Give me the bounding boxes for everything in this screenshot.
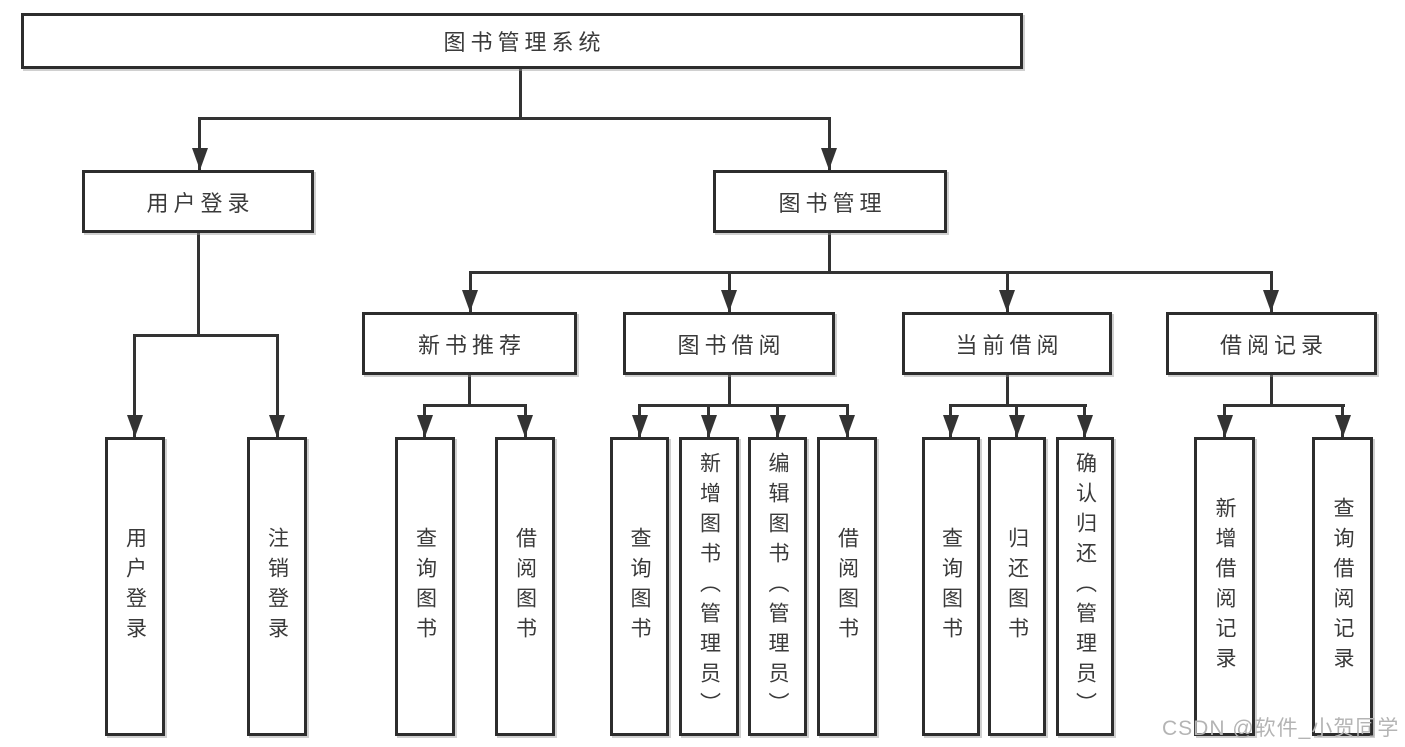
node-leaf-user-login: 用户登录 [105,437,165,736]
node-leaf-borrow-books-2: 借阅图书 [817,437,877,736]
connector-line [469,271,1273,274]
arrow-down-icon [839,415,855,437]
connector-line [133,334,279,337]
leaf-label: 新增图书（管理员） [697,451,721,722]
arrow-down-icon [127,415,143,437]
arrow-down-icon [517,415,533,437]
arrow-down-icon [1077,415,1093,437]
connector-line [468,375,471,407]
leaf-label: 归还图书 [1005,526,1029,647]
arrow-down-icon [632,415,648,437]
arrow-down-icon [269,415,285,437]
leaf-label: 编辑图书（管理员） [766,451,789,722]
node-borrowing-records: 借阅记录 [1166,312,1377,375]
node-leaf-confirm-return-admin: 确认归还（管理员） [1056,437,1114,736]
connector-line [423,404,527,407]
connector-line [1223,404,1345,407]
connector-line [638,404,849,407]
connector-line [728,375,731,407]
arrow-down-icon [1217,415,1233,437]
connector-line [198,117,201,170]
leaf-label: 查询图书 [939,526,963,647]
leaf-label: 查询图书 [628,526,651,647]
arrow-down-icon [417,415,433,437]
leaf-label: 借阅图书 [835,526,859,647]
node-new-book-recommend-label: 新书推荐 [417,332,526,358]
node-leaf-edit-book-admin: 编辑图书（管理员） [748,437,807,736]
node-current-borrowing: 当前借阅 [902,312,1112,375]
arrow-down-icon [1009,415,1025,437]
arrow-down-icon [943,415,959,437]
node-root-label: 图书管理系统 [443,30,606,55]
connector-line [198,117,831,120]
node-book-management: 图书管理 [713,170,947,233]
node-user-login: 用户登录 [82,170,314,233]
leaf-label: 用户登录 [123,526,147,647]
connector-line [1006,375,1009,407]
node-user-login-label: 用户登录 [146,190,255,216]
node-current-borrowing-label: 当前借阅 [955,332,1064,358]
arrow-down-icon [192,148,208,170]
node-book-borrowing: 图书借阅 [623,312,835,375]
connector-line [1270,375,1273,407]
arrow-down-icon [999,290,1015,312]
leaf-label: 注销登录 [265,526,289,647]
node-leaf-add-book-admin: 新增图书（管理员） [679,437,739,736]
leaf-label: 确认归还（管理员） [1073,451,1097,722]
connector-line [197,233,200,337]
node-new-book-recommend: 新书推荐 [362,312,577,375]
arrow-down-icon [701,415,717,437]
connector-line [276,334,279,437]
arrow-down-icon [462,290,478,312]
leaf-label: 新增借阅记录 [1213,496,1236,677]
arrow-down-icon [721,290,737,312]
arrow-down-icon [770,415,786,437]
node-leaf-query-books-3: 查询图书 [922,437,980,736]
node-book-borrowing-label: 图书借阅 [677,332,786,358]
node-leaf-add-borrow-record: 新增借阅记录 [1194,437,1255,736]
connector-line [828,117,831,170]
connector-line [949,404,1087,407]
leaf-label: 借阅图书 [513,526,537,647]
node-leaf-return-books: 归还图书 [988,437,1046,736]
node-leaf-query-borrow-record: 查询借阅记录 [1312,437,1373,736]
node-book-management-label: 图书管理 [778,190,887,216]
leaf-label: 查询借阅记录 [1331,496,1354,677]
node-leaf-borrow-books-1: 借阅图书 [495,437,555,736]
node-leaf-logout: 注销登录 [247,437,307,736]
connector-line [828,233,831,273]
arrow-down-icon [1335,415,1351,437]
csdn-watermark: CSDN @软件_小贺同学 [1162,717,1400,740]
node-borrowing-records-label: 借阅记录 [1219,332,1328,358]
arrow-down-icon [1263,290,1279,312]
node-leaf-query-books-1: 查询图书 [395,437,455,736]
leaf-label: 查询图书 [413,526,437,647]
arrow-down-icon [821,148,837,170]
connector-line [133,334,136,437]
node-leaf-query-books-2: 查询图书 [610,437,669,736]
node-root: 图书管理系统 [21,13,1023,69]
connector-line [519,69,522,120]
